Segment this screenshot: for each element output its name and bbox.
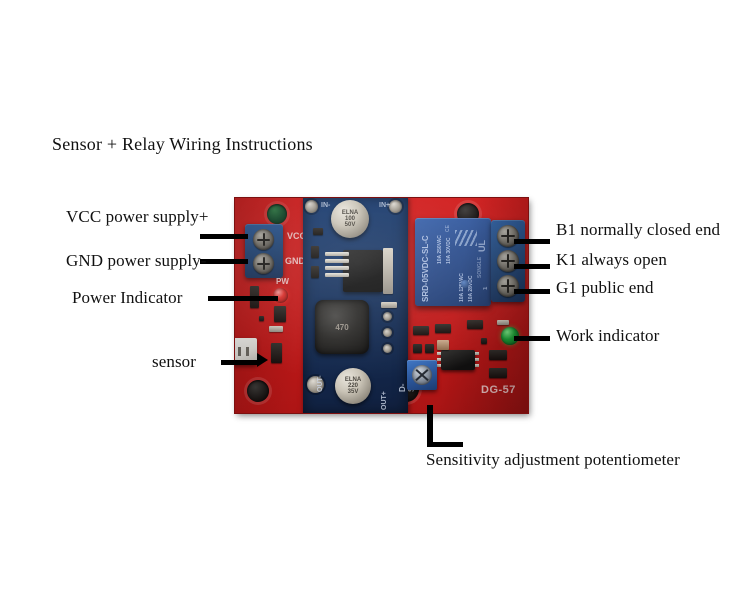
regulator-heat-pad (383, 248, 393, 294)
leader-pot-vertical (427, 405, 433, 447)
callout-work-indicator: Work indicator (556, 326, 660, 345)
smd-cap-c1 (313, 228, 323, 235)
relay-brand: SONGLE (477, 256, 483, 278)
relay-vent-hole (461, 280, 469, 288)
gnd-screw-terminal[interactable] (253, 253, 274, 274)
transistor-q1 (413, 344, 422, 353)
k1-screw-terminal[interactable] (497, 250, 519, 272)
relay-rating-1: 10A 250VAC (437, 235, 443, 264)
relay-logo (455, 230, 477, 246)
g1-screw-terminal[interactable] (497, 275, 519, 297)
relay-rating-4: 10A 28VDC (468, 275, 474, 303)
page-title: Sensor + Relay Wiring Instructions (52, 134, 313, 154)
solder-pad-left (269, 326, 283, 332)
sensor-connector[interactable] (235, 338, 257, 365)
smd-cap-c2 (311, 266, 319, 278)
callout-k1-always-open: K1 always open (556, 250, 667, 269)
silkscreen-in-plus: IN+ (379, 202, 391, 209)
buck-converter-module: IN- IN+ ELNA 100 50V 470 (303, 198, 416, 413)
leader-gnd (200, 259, 248, 264)
buck-via-a (383, 312, 392, 321)
buck-via-c (383, 344, 392, 353)
leader-b1 (514, 239, 550, 244)
callout-sensitivity-potentiometer: Sensitivity adjustment potentiometer (426, 450, 680, 469)
output-terminal-block[interactable] (491, 220, 525, 302)
smd-part-r9 (481, 338, 487, 344)
resistor-r6 (467, 320, 483, 329)
sensitivity-potentiometer[interactable] (407, 360, 437, 390)
resistor-r8 (489, 368, 507, 378)
mounting-hole-top-left (267, 204, 287, 224)
callout-power-indicator: Power Indicator (72, 288, 183, 307)
leader-k1 (514, 264, 550, 269)
callout-g1-public-end: G1 public end (556, 278, 654, 297)
relay-part-number: SRD-05VDC-SL-C (421, 235, 430, 302)
silkscreen-in-minus: IN- (321, 202, 331, 209)
resistor-r3 (271, 343, 282, 363)
buck-hole-bl (307, 376, 324, 393)
leader-g1 (514, 289, 550, 294)
potentiometer-knob[interactable] (412, 365, 432, 385)
leader-sensor (221, 360, 259, 365)
relay-rating-2: 10A 30VDC (446, 237, 452, 265)
power-terminal-block[interactable] (245, 224, 283, 278)
capacitor-output: ELNA 220 35V (335, 368, 371, 404)
relay: SRD-05VDC-SL-C 10A 250VAC 10A 30VDC 10A … (415, 218, 491, 306)
callout-gnd-power-supply: GND power supply- (66, 251, 207, 270)
silkscreen-out-plus: OUT+ (381, 391, 388, 410)
buck-hole-tl (305, 200, 318, 213)
b1-screw-terminal[interactable] (497, 225, 519, 247)
silkscreen-part-number: DG-57 (481, 384, 516, 396)
transistor-q2 (425, 344, 434, 353)
mounting-hole-bottom-left (247, 380, 269, 402)
relay-module-board: VCC GND PW IN- IN+ ELNA 100 50V (235, 198, 528, 413)
resistor-r5 (435, 324, 451, 333)
smd-part-left (259, 316, 264, 321)
capacitor-c3 (437, 340, 449, 350)
vcc-screw-terminal[interactable] (253, 229, 274, 250)
cap-top-value: 100 (344, 215, 355, 222)
buck-pad-a (381, 302, 397, 308)
regulator-pin-pads (325, 252, 349, 277)
callout-sensor: sensor (152, 352, 197, 371)
work-led-pad (497, 320, 509, 325)
buck-via-b (383, 328, 392, 337)
relay-cert-ul: UL (477, 240, 487, 252)
resistor-r2 (274, 306, 286, 322)
relay-cert-ce: CE (445, 225, 451, 232)
callout-vcc-power-supply: VCC power supply+ (66, 207, 209, 226)
voltage-regulator-ic (343, 250, 383, 292)
cap-top-brand: ELNA (341, 209, 359, 216)
silkscreen-out-minus: OUT- (317, 375, 324, 392)
resistor-r4 (413, 326, 429, 335)
relay-coil-number: 1 (483, 286, 489, 290)
cap-bottom-brand: ELNA (344, 376, 362, 383)
comparator-ic (437, 350, 479, 370)
leader-sensor-arrowhead (257, 353, 268, 367)
leader-work-indicator (514, 336, 550, 341)
diode-d1 (311, 246, 319, 258)
callout-b1-normally-closed: B1 normally closed end (556, 220, 721, 239)
cap-top-voltage: 50V (344, 222, 356, 229)
inductor: 470 (315, 300, 369, 354)
capacitor-input: ELNA 100 50V (331, 200, 369, 238)
cap-bottom-voltage: 35V (347, 389, 359, 396)
cap-bottom-value: 220 (347, 382, 358, 389)
silkscreen-gnd: GND (285, 256, 305, 266)
leader-power-indicator (208, 296, 278, 301)
silkscreen-pw: PW (276, 277, 289, 286)
resistor-r7 (489, 350, 507, 360)
leader-pot-horizontal (427, 442, 463, 447)
buck-hole-tr (389, 200, 402, 213)
silkscreen-vcc: VCC (287, 231, 307, 241)
leader-vcc (200, 234, 248, 239)
